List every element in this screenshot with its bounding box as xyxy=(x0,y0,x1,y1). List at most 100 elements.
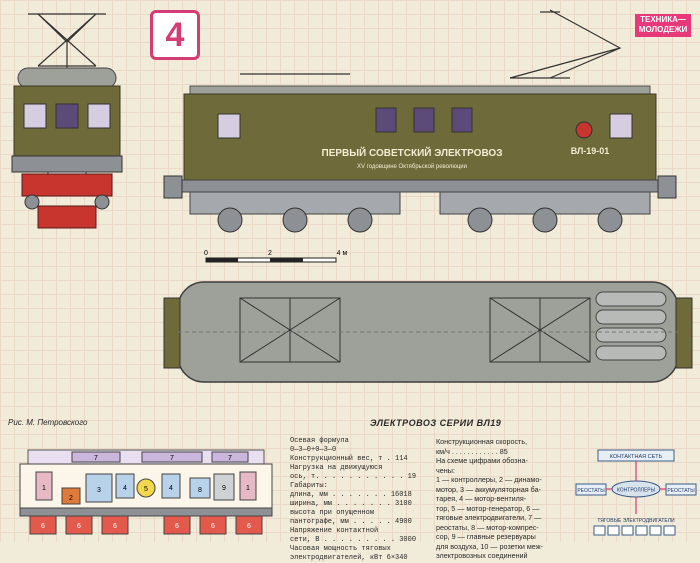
front-roof xyxy=(17,67,117,89)
side-window-2 xyxy=(413,107,435,133)
spec-line: электродвигателей, кВт 6×340 xyxy=(290,554,408,562)
front-window-right xyxy=(87,103,111,129)
spec-line: тор, 5 — мотор-генератор, 6 — xyxy=(436,503,540,513)
scheme-frame xyxy=(19,507,273,517)
scheme-rheostat-1 xyxy=(71,451,121,463)
page-number-badge: 4 xyxy=(150,10,200,60)
side-pantograph-right xyxy=(509,9,622,79)
scheme-label: 6 xyxy=(113,523,117,530)
scheme-dynamo xyxy=(61,487,81,505)
front-buffer-right xyxy=(94,194,110,210)
spec-line: длина, мм . . . . . . . 16018 xyxy=(290,491,412,499)
spec-line: пантографе, мм . . . . . 4900 xyxy=(290,518,412,526)
side-buffer-left xyxy=(163,175,183,199)
scheme-label: 6 xyxy=(175,523,179,530)
front-view-drawing: ВЛ-19-01 xyxy=(11,13,123,229)
scheme-generator xyxy=(136,478,156,498)
spec-line: 1 — контроллеры, 2 — динамо- xyxy=(436,475,542,484)
spec-line: ширина, мм . . . . . . . 3100 xyxy=(290,500,412,508)
scheme-label: 5 xyxy=(144,486,148,493)
scheme-label: 1 xyxy=(42,485,46,492)
scheme-controller-left xyxy=(35,471,53,501)
circuit-motors xyxy=(593,525,676,536)
scheme-label: 4 xyxy=(123,485,127,492)
top-pantograph-right xyxy=(489,297,591,363)
spec-line: Нагрузка на движущуюся xyxy=(290,464,383,472)
side-bogie-right xyxy=(439,191,651,233)
front-buffer-beam xyxy=(21,173,113,197)
spec-line: сети, В . . . . . . . . . 3000 xyxy=(290,536,417,544)
circuit-label-left: РЕОСТАТЫ xyxy=(577,488,605,494)
illustration-credit: Рис. М. Петровского xyxy=(8,418,88,427)
scheme-compressor xyxy=(189,477,211,499)
scheme-label: 1 xyxy=(246,485,250,492)
top-air-reservoirs xyxy=(595,291,667,361)
side-window-1 xyxy=(375,107,397,133)
spec-line: чены: xyxy=(436,465,455,475)
scheme-label: 6 xyxy=(211,523,215,530)
scheme-label: 6 xyxy=(41,523,45,530)
scale-tick-4: 4 м xyxy=(337,250,348,257)
circuit-label-top: КОНТАКТНАЯ СЕТЬ xyxy=(610,454,663,460)
circuit-label-right: РЕОСТАТЫ xyxy=(667,488,695,494)
page-number: 4 xyxy=(165,15,185,54)
specs-left-column: Осевая формула 0—3—0+0—3—0 Конструкционн… xyxy=(290,437,434,563)
top-view-drawing xyxy=(163,281,693,383)
circuit-diagram: КОНТАКТНАЯ СЕТЬ РЕОСТАТЫ КОНТРОЛЛЕРЫ РЕО… xyxy=(575,449,697,536)
front-coupler xyxy=(37,205,97,229)
scheme-label: 4 xyxy=(169,485,173,492)
front-window-center xyxy=(55,103,79,129)
equipment-scheme: 7 7 7 1 2 3 4 5 4 1 8 9 6 6 6 6 6 6 xyxy=(19,449,273,535)
side-window-3 xyxy=(451,107,473,133)
front-frame xyxy=(11,155,123,173)
scale-tick-2: 2 xyxy=(268,250,272,257)
front-window-left xyxy=(23,103,47,129)
scheme-label: 9 xyxy=(222,485,226,492)
scheme-ventilator-2 xyxy=(161,473,181,499)
scheme-label: 8 xyxy=(198,487,202,494)
side-bogie-left xyxy=(189,191,401,233)
spec-line: На схеме цифрами обозна- xyxy=(436,456,528,465)
side-slogan: ПЕРВЫЙ СОВЕТСКИЙ ЭЛЕКТРОВОЗ xyxy=(322,146,503,159)
spec-line: электровозных соединений xyxy=(436,551,528,560)
scheme-rheostat-2 xyxy=(141,451,203,463)
side-dedication: XV годовщине Октябрьской революции xyxy=(357,163,467,170)
top-cab-left xyxy=(163,297,181,369)
spec-line: Часовая мощность тяговых xyxy=(290,545,391,553)
spec-line: Конструкционный вес, т . 114 xyxy=(290,455,408,463)
scheme-label: 6 xyxy=(77,523,81,530)
spec-line: Осевая формула xyxy=(290,437,349,445)
logo-line-1: ТЕХНИКА— xyxy=(640,15,686,24)
side-emblem xyxy=(575,121,593,139)
scale-tick-0: 0 xyxy=(204,250,208,257)
spec-line: тяговые электродвигатели, 7 — xyxy=(436,513,542,522)
side-number-plate: ВЛ-19-01 xyxy=(571,146,610,156)
spec-line: мотор, 3 — аккумуляторная ба- xyxy=(436,484,541,494)
scheme-controller-right xyxy=(239,471,257,501)
scale-bar: 0 2 4 м xyxy=(204,250,348,263)
spec-line: Напряжение контактной xyxy=(290,527,379,535)
circuit-arrows xyxy=(606,461,666,514)
spec-line: Габариты: xyxy=(290,482,328,490)
spec-line: 0—3—0+0—3—0 xyxy=(290,446,337,454)
side-view-drawing: ПЕРВЫЙ СОВЕТСКИЙ ЭЛЕКТРОВОЗ XV годовщине… xyxy=(163,9,677,233)
scheme-rheostat-3 xyxy=(211,451,249,463)
side-frame xyxy=(179,179,661,193)
spec-line: км/ч . . . . . . . . . . . . 85 xyxy=(436,446,508,456)
spec-line: ось, т. . . . . . . . . . . 19 xyxy=(290,473,417,481)
scheme-label: 7 xyxy=(94,455,98,462)
side-buffer-right xyxy=(657,175,677,199)
top-cab-right xyxy=(675,297,693,369)
scheme-label: 3 xyxy=(97,487,101,494)
scheme-traction-motors xyxy=(29,515,263,535)
spec-line: Конструкционная скорость, xyxy=(436,437,528,446)
scheme-ventilator-1 xyxy=(115,473,135,499)
top-pantograph-left xyxy=(239,297,341,363)
side-cab-window-left xyxy=(217,113,241,139)
magazine-logo: ТЕХНИКА— МОЛОДЕЖИ xyxy=(635,14,691,37)
scheme-label: 6 xyxy=(247,523,251,530)
scheme-label: 7 xyxy=(170,455,174,462)
logo-line-2: МОЛОДЕЖИ xyxy=(638,25,688,34)
scheme-label: 2 xyxy=(69,495,73,502)
scheme-battery xyxy=(85,473,113,503)
